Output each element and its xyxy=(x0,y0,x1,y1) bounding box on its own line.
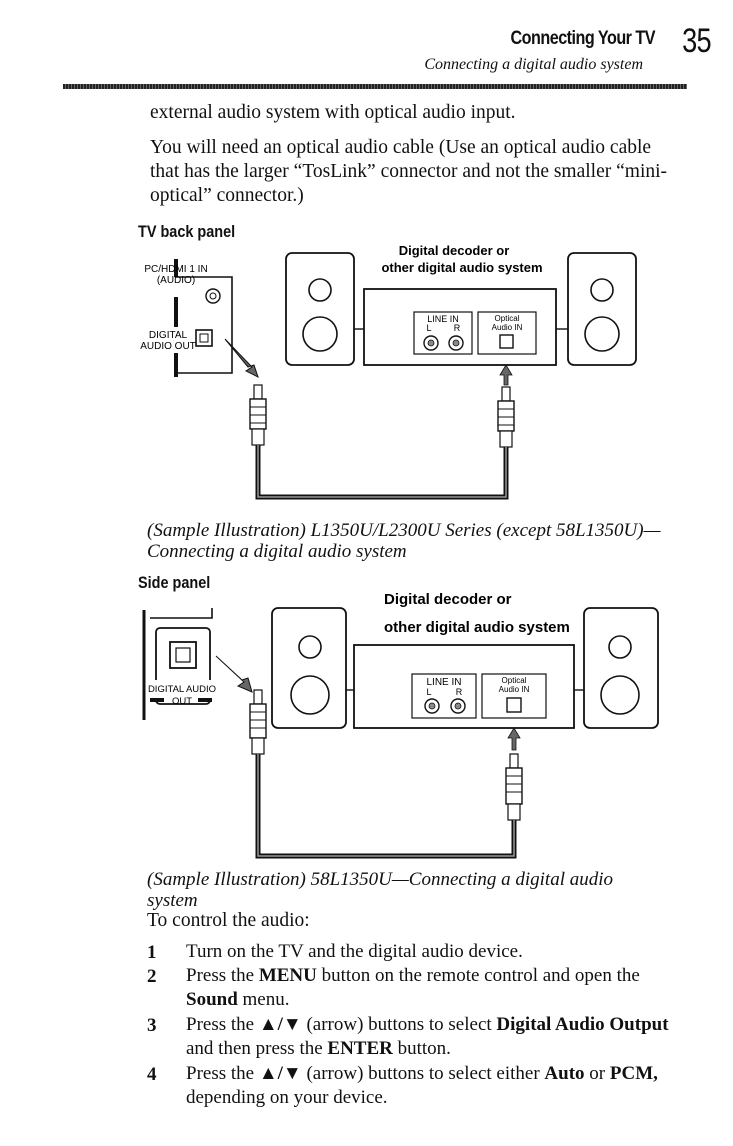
step-number-2: 2 xyxy=(147,966,157,987)
side-panel: DIGITAL AUDIO OUT xyxy=(142,608,216,720)
hdmi-port-label: PC/HDMI 1 IN xyxy=(144,264,207,275)
left-speaker-icon xyxy=(285,252,355,366)
line-in-block xyxy=(413,311,473,355)
right-plug-icon-2 xyxy=(505,753,523,821)
line-in-right-label-2: R xyxy=(456,687,463,697)
optical-in-label: Optical xyxy=(495,314,520,323)
decoder-box: Digital decoder or other digital audio s… xyxy=(354,243,568,366)
rca-left-jack-icon-2 xyxy=(424,698,440,714)
line-in-right-label: R xyxy=(454,323,461,333)
section-title: Connecting a digital audio system xyxy=(424,56,643,73)
step-text-3: Press the ▲/▼ (arrow) buttons to select … xyxy=(186,1014,669,1059)
optical-cable-2 xyxy=(249,689,523,859)
decoder2-label-line2: other digital audio system xyxy=(384,619,570,636)
decoder-box-2: Digital decoder or other digital audio s… xyxy=(346,591,584,729)
optical-in-port-icon-2 xyxy=(506,697,522,713)
optical-in-sublabel: Audio IN xyxy=(492,323,523,332)
decoder2-label-line1: Digital decoder or xyxy=(384,591,512,608)
optical-in-label-2: Optical xyxy=(502,676,527,685)
left-speaker-icon-2 xyxy=(271,607,347,729)
intro-line: external audio system with optical audio… xyxy=(150,102,516,123)
right-speaker-icon xyxy=(567,252,637,366)
chapter-title: Connecting Your TV xyxy=(510,28,655,49)
insert-arrow-icon-2 xyxy=(215,655,253,693)
line-in-label: LINE IN xyxy=(427,314,459,324)
rca-right-jack-icon-2 xyxy=(450,698,466,714)
tv-back-panel: PC/HDMI 1 IN (AUDIO) DIGITAL AUDIO OUT xyxy=(140,259,233,377)
rca-right-jack-icon xyxy=(448,335,464,351)
hdmi-audio-jack-icon xyxy=(205,288,221,304)
optical-cable xyxy=(249,384,515,500)
right-speaker-icon-2 xyxy=(583,607,659,729)
figure-caption-2: (Sample Illustration) 58L1350U—Connectin… xyxy=(147,869,614,911)
insert-arrow-up-icon-2 xyxy=(507,727,521,751)
optical-in-port-icon xyxy=(499,334,514,349)
page-number: 35 xyxy=(682,22,711,60)
right-plug-icon xyxy=(497,386,515,448)
diagram-tv-back-panel: PC/HDMI 1 IN (AUDIO) DIGITAL AUDIO OUT D… xyxy=(140,243,637,500)
line-in-block-2 xyxy=(411,673,477,719)
insert-arrow-icon xyxy=(224,338,259,378)
optical-in-block xyxy=(477,311,537,355)
decoder-label-line1: Digital decoder or xyxy=(399,243,510,258)
line-in-left-label: L xyxy=(426,323,431,333)
intro-paragraph: You will need an optical audio cable (Us… xyxy=(150,137,668,206)
optical-in-sublabel-2: Audio IN xyxy=(499,685,530,694)
diagram-side-panel: DIGITAL AUDIO OUT Digital decoder or oth… xyxy=(142,591,659,859)
step-text-2: Press the MENU button on the remote cont… xyxy=(186,965,640,1010)
insert-arrow-up-icon xyxy=(499,364,513,386)
optical-port-icon xyxy=(195,329,213,347)
step-number-3: 3 xyxy=(147,1015,157,1036)
control-intro: To control the audio: xyxy=(147,910,310,931)
step-number-1: 1 xyxy=(147,942,157,963)
figure-caption-1: (Sample Illustration) L1350U/L2300U Seri… xyxy=(147,520,661,562)
rca-left-jack-icon xyxy=(423,335,439,351)
left-plug-icon-2 xyxy=(249,689,267,755)
line-in-label-2: LINE IN xyxy=(426,677,461,688)
side-panel-label: Side panel xyxy=(138,573,211,592)
line-in-left-label-2: L xyxy=(426,687,431,697)
step-text-4: Press the ▲/▼ (arrow) buttons to select … xyxy=(186,1063,658,1108)
digital-audio-out-sublabel: AUDIO OUT xyxy=(140,341,196,352)
step-text-1: Turn on the TV and the digital audio dev… xyxy=(186,941,523,962)
left-plug-icon xyxy=(249,384,267,446)
digital-audio-out-label: DIGITAL xyxy=(149,330,188,341)
side-optical-port-icon xyxy=(169,641,197,669)
optical-in-block-2 xyxy=(481,673,547,719)
hdmi-port-sublabel: (AUDIO) xyxy=(157,275,195,286)
decoder-label-line2: other digital audio system xyxy=(381,260,542,275)
side-digital-audio-sublabel: OUT xyxy=(172,696,192,707)
header-rule xyxy=(63,84,687,89)
step-number-4: 4 xyxy=(147,1064,157,1085)
side-digital-audio-label: DIGITAL AUDIO xyxy=(148,684,216,695)
tv-back-panel-label: TV back panel xyxy=(138,222,236,241)
